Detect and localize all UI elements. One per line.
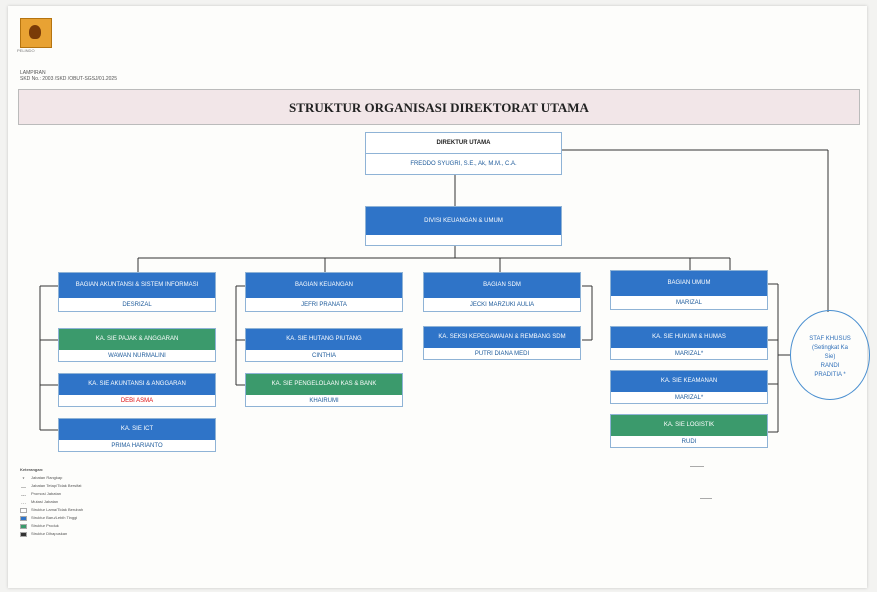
division-title: DIVISI KEUANGAN & UMUM <box>366 207 561 235</box>
legend-text: Jabatan Rangkap <box>31 475 63 480</box>
legend-swatch: ··· <box>21 500 26 507</box>
bagian-head-title: BAGIAN KEUANGAN <box>246 273 402 298</box>
division-box: DIVISI KEUANGAN & UMUM <box>365 206 562 246</box>
seksi-unit-name: PUTRI DIANA MEDI <box>474 350 530 357</box>
staf-line1: STAF KHUSUS <box>809 336 851 342</box>
legend-swatch: --- <box>21 492 26 499</box>
legend-text: Struktur Baru/Lebih Tinggi <box>31 515 78 520</box>
legend-swatch <box>20 507 27 513</box>
seksi-unit-title: KA. SIE HUTANG PIUTANG <box>246 329 402 350</box>
legend-swatch <box>20 523 27 529</box>
division-name <box>366 235 561 245</box>
director-title: DIREKTUR UTAMA <box>366 133 561 153</box>
legend-swatch: * <box>22 476 25 483</box>
seksi-unit-box: KA. SIE PENGELOLAAN KAS & BANK KHAIRUMI <box>245 373 403 407</box>
legend-title: Keterangan: <box>20 467 44 472</box>
legend-text: Mutasi Jabatan <box>31 499 59 504</box>
seksi-unit-title: KA. SIE AKUNTANSI & ANGGARAN <box>59 374 215 395</box>
bagian-head-box: BAGIAN AKUNTANSI & SISTEM INFORMASI DESRI… <box>58 272 216 312</box>
legend-item: --- Promosi Jabatan <box>20 490 83 499</box>
legend: Keterangan: * Jabatan Rangkap — Jabatan Tet… <box>20 466 83 538</box>
seksi-unit-title: KA. SIE KEAMANAN <box>611 371 767 392</box>
staf-line4: RANDI <box>820 363 840 369</box>
seksi-unit-title: KA. SIE PENGELOLAAN KAS & BANK <box>246 374 402 395</box>
seksi-unit-title: KA. SIE LOGISTIK <box>611 415 767 436</box>
logo-caption: PELINDO <box>17 48 35 53</box>
director-box: DIREKTUR UTAMA FREDDO SYUGRI, S.E., Ak, … <box>365 132 562 175</box>
page-title: STRUKTUR ORGANISASI DIREKTORAT UTAMA <box>289 100 589 115</box>
seksi-unit-box: KA. SEKSI KEPEGAWAIAN & REMBANG SDM PUTRI… <box>423 326 581 360</box>
seksi-unit-name: CINTHIA <box>312 352 336 359</box>
seksi-unit-name: MARIZAL* <box>674 350 704 357</box>
sk-number: SKD No.: 2003 /SKD /OBUT-SGSJ/01.2025 <box>20 76 117 82</box>
staf-line3: Sie) <box>824 354 836 360</box>
seksi-unit-name: MARIZAL* <box>674 394 704 401</box>
bagian-head-box: BAGIAN SDM JECKI MARZUKI AULIA <box>423 272 581 312</box>
seksi-unit-box: KA. SIE KEAMANAN MARIZAL* <box>610 370 768 404</box>
seksi-unit-title: KA. SIE HUKUM & HUMAS <box>611 327 767 348</box>
bagian-head-name: JEFRI PRANATA <box>301 301 347 308</box>
seksi-unit-box: KA. SIE LOGISTIK RUDI <box>610 414 768 448</box>
bagian-head-box: BAGIAN UMUM MARIZAL <box>610 270 768 310</box>
legend-swatch <box>20 531 27 537</box>
legend-item: — Jabatan Tetap/Tidak Bersifat <box>20 482 83 491</box>
seksi-unit-box: KA. SIE ICT PRIMA HARIANTO <box>58 418 216 452</box>
legend-text: Promosi Jabatan <box>31 491 62 496</box>
seksi-unit-name: KHAIRUMI <box>309 397 339 404</box>
legend-text: Struktur Produk <box>31 523 59 528</box>
legend-item: Struktur Lama/Tidak Berubah <box>20 506 83 514</box>
legend-text: Struktur Lama/Tidak Berubah <box>31 507 84 512</box>
seksi-unit-title: KA. SEKSI KEPEGAWAIAN & REMBANG SDM <box>424 327 580 348</box>
lampiran-block: LAMPIRAN SKD No.: 2003 /SKD /OBUT-SGSJ/0… <box>20 70 117 82</box>
seksi-unit-name: WAWAN NURMALINI <box>108 352 166 359</box>
seksi-unit-box: KA. SIE HUKUM & HUMAS MARIZAL* <box>610 326 768 360</box>
legend-swatch <box>20 515 27 521</box>
legend-item: Struktur Produk <box>20 522 83 530</box>
legend-text: Struktur Dihapuskan <box>31 531 68 536</box>
director-name: FREDDO SYUGRI, S.E., Ak, M.M., C.A. <box>366 153 561 174</box>
staf-line5: PRADITIA * <box>814 372 846 378</box>
scan-speck <box>700 498 712 499</box>
bagian-head-name: MARIZAL <box>675 299 702 306</box>
legend-item: Struktur Dihapuskan <box>20 530 83 538</box>
seksi-unit-box: KA. SIE AKUNTANSI & ANGGARAN DEBI ASMA <box>58 373 216 407</box>
bagian-head-title: BAGIAN UMUM <box>611 271 767 296</box>
seksi-unit-name: DEBI ASMA <box>120 397 154 404</box>
bagian-head-name: DESRIZAL <box>122 301 152 308</box>
bagian-head-name: JECKI MARZUKI AULIA <box>469 301 535 308</box>
bagian-head-title: BAGIAN AKUNTANSI & SISTEM INFORMASI <box>59 273 215 298</box>
seksi-unit-box: KA. SIE PAJAK & ANGGARAN WAWAN NURMALINI <box>58 328 216 362</box>
lampiran-label: LAMPIRAN <box>20 70 46 76</box>
seksi-unit-name: PRIMA HARIANTO <box>111 442 163 449</box>
seksi-unit-box: KA. SIE HUTANG PIUTANG CINTHIA <box>245 328 403 362</box>
bagian-head-box: BAGIAN KEUANGAN JEFRI PRANATA <box>245 272 403 312</box>
scan-speck <box>690 466 704 467</box>
legend-item: ··· Mutasi Jabatan <box>20 498 83 507</box>
seksi-unit-title: KA. SIE PAJAK & ANGGARAN <box>59 329 215 350</box>
legend-text: Jabatan Tetap/Tidak Bersifat <box>31 483 82 488</box>
staf-line2: (Setingkat Ka <box>811 345 849 351</box>
legend-item: Struktur Baru/Lebih Tinggi <box>20 514 83 522</box>
title-bar: STRUKTUR ORGANISASI DIREKTORAT UTAMA <box>18 89 860 125</box>
staf-khusus-circle: STAF KHUSUS (Setingkat Ka Sie) RANDI PRA… <box>790 310 870 400</box>
company-logo-icon <box>20 18 52 48</box>
legend-swatch: — <box>21 484 26 491</box>
seksi-unit-title: KA. SIE ICT <box>59 419 215 440</box>
bagian-head-title: BAGIAN SDM <box>424 273 580 298</box>
seksi-unit-name: RUDI <box>681 438 697 445</box>
legend-item: * Jabatan Rangkap <box>20 474 83 483</box>
